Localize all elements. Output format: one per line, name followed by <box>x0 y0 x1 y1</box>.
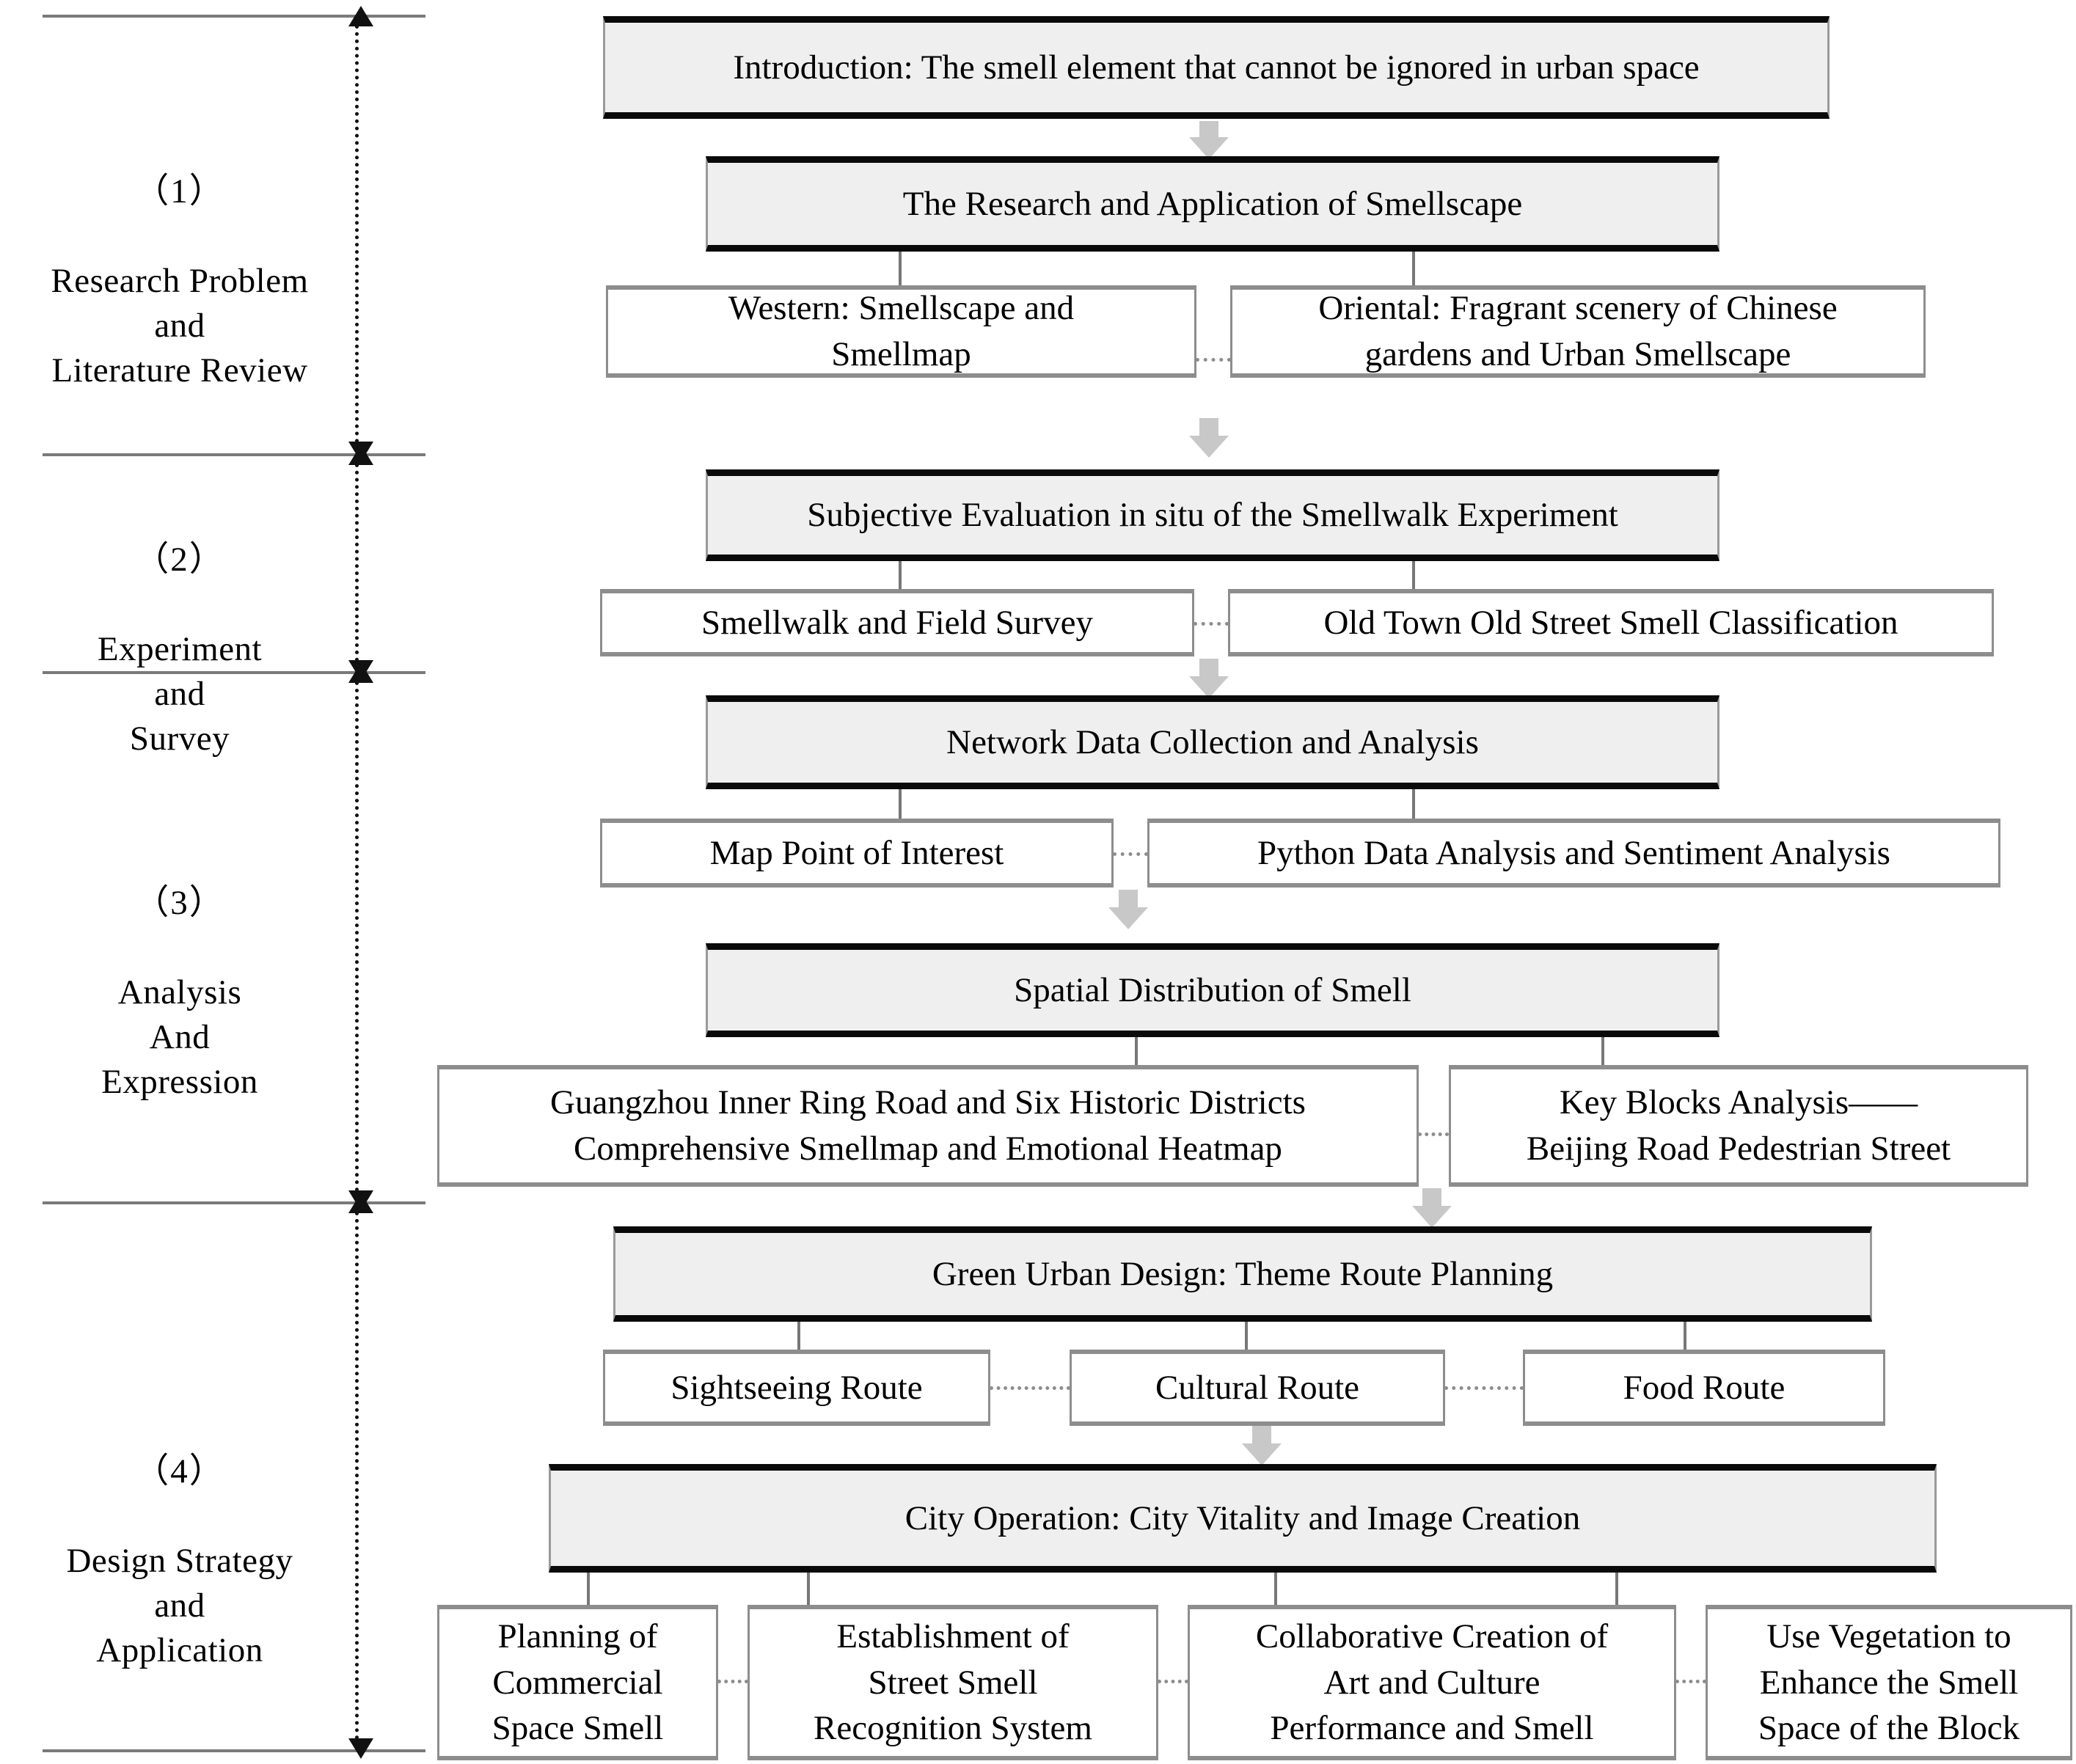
node-map-poi[interactable]: Map Point of Interest <box>600 819 1114 888</box>
node-smellwalk-survey[interactable]: Smellwalk and Field Survey <box>600 589 1194 656</box>
node-key-blocks[interactable]: Key Blocks Analysis—— Beijing Road Pedes… <box>1449 1065 2028 1187</box>
node-python-analysis[interactable]: Python Data Analysis and Sentiment Analy… <box>1147 819 2000 888</box>
sibling-dot-connector <box>1196 358 1231 362</box>
sibling-dot-connector <box>1158 1680 1188 1683</box>
connector-stem <box>1412 561 1415 590</box>
connector-stem <box>1412 252 1415 286</box>
sibling-dot-connector <box>1675 1680 1706 1683</box>
node-spatial-distribution[interactable]: Spatial Distribution of Smell <box>706 943 1719 1037</box>
node-western[interactable]: Western: Smellscape and Smellmap <box>606 285 1196 378</box>
connector-stem <box>587 1573 590 1606</box>
flow-arrow-icon <box>1412 1188 1452 1228</box>
stage-divider-2-3 <box>43 671 425 674</box>
node-food-route[interactable]: Food Route <box>1523 1350 1885 1426</box>
sibling-dot-connector <box>990 1386 1070 1390</box>
flow-arrow-icon <box>1189 121 1229 159</box>
stage-label-4: （4） Design Strategy and Application <box>7 1405 352 1674</box>
node-vegetation[interactable]: Use Vegetation to Enhance the Smell Spac… <box>1706 1605 2072 1760</box>
node-research-application[interactable]: The Research and Application of Smellsca… <box>706 156 1719 252</box>
sibling-dot-connector <box>1418 1132 1449 1136</box>
connector-stem <box>807 1573 810 1606</box>
stage-title-1: Research Problem and Literature Review <box>51 262 309 390</box>
stage-title-2: Experiment and Survey <box>97 630 263 758</box>
flow-arrow-icon <box>1189 418 1229 458</box>
stage-measure-1 <box>348 6 373 462</box>
measure-arrow-up-icon <box>348 1193 373 1213</box>
node-old-town[interactable]: Old Town Old Street Smell Classification <box>1228 589 1994 656</box>
stage-title-4: Design Strategy and Application <box>66 1542 293 1670</box>
node-introduction[interactable]: Introduction: The smell element that can… <box>603 16 1830 119</box>
node-guangzhou[interactable]: Guangzhou Inner Ring Road and Six Histor… <box>437 1065 1419 1187</box>
node-green-urban[interactable]: Green Urban Design: Theme Route Planning <box>613 1226 1872 1322</box>
measure-arrow-up-icon <box>348 444 373 465</box>
node-oriental[interactable]: Oriental: Fragrant scenery of Chinese ga… <box>1230 285 1926 378</box>
node-city-operation[interactable]: City Operation: City Vitality and Image … <box>549 1464 1937 1573</box>
node-sightseeing-route[interactable]: Sightseeing Route <box>603 1350 990 1426</box>
stage-label-3: （3） Analysis And Expression <box>15 836 345 1105</box>
node-cultural-route[interactable]: Cultural Route <box>1070 1350 1445 1426</box>
connector-stem <box>899 561 902 590</box>
connector-stem <box>899 789 902 820</box>
sibling-dot-connector <box>1444 1386 1524 1390</box>
node-art-culture[interactable]: Collaborative Creation of Art and Cultur… <box>1188 1605 1676 1760</box>
flow-arrow-icon <box>1189 659 1229 698</box>
sibling-dot-connector <box>1113 852 1148 856</box>
sibling-dot-connector <box>717 1680 748 1683</box>
stage-measure-4 <box>348 1193 373 1759</box>
stage-number-3: （3） <box>134 884 225 923</box>
connector-stem <box>1601 1037 1604 1069</box>
measure-arrow-up-icon <box>348 662 373 683</box>
stage-number-1: （1） <box>134 172 225 211</box>
stage-title-3: Analysis And Expression <box>101 973 258 1102</box>
connector-stem <box>797 1322 800 1353</box>
node-subjective-evaluation[interactable]: Subjective Evaluation in situ of the Sme… <box>706 469 1719 561</box>
connector-stem <box>1135 1037 1138 1069</box>
stage-label-1: （1） Research Problem and Literature Revi… <box>15 125 345 394</box>
node-recognition-system[interactable]: Establishment of Street Smell Recognitio… <box>748 1605 1158 1760</box>
measure-arrow-up-icon <box>348 6 373 26</box>
measure-arrow-down-icon <box>348 1738 373 1759</box>
flow-arrow-icon <box>1108 890 1148 929</box>
flow-arrow-icon <box>1242 1426 1282 1465</box>
connector-stem <box>1412 789 1415 820</box>
node-network-data[interactable]: Network Data Collection and Analysis <box>706 695 1719 789</box>
stage-divider-bottom <box>43 1749 425 1752</box>
connector-stem <box>1615 1573 1618 1606</box>
stage-divider-top <box>43 15 425 18</box>
connector-stem <box>1274 1573 1277 1606</box>
stage-divider-1-2 <box>43 453 425 456</box>
stage-divider-3-4 <box>43 1201 425 1204</box>
connector-stem <box>1684 1322 1686 1353</box>
stage-label-2: （2） Experiment and Survey <box>15 493 345 762</box>
connector-stem <box>1245 1322 1248 1353</box>
stage-measure-3 <box>348 662 373 1211</box>
stage-number-2: （2） <box>134 541 225 579</box>
stage-number-4: （4） <box>134 1452 225 1491</box>
connector-stem <box>899 252 902 286</box>
stage-measure-2 <box>348 444 373 681</box>
node-commercial-space[interactable]: Planning of Commercial Space Smell <box>437 1605 718 1760</box>
sibling-dot-connector <box>1194 622 1229 626</box>
